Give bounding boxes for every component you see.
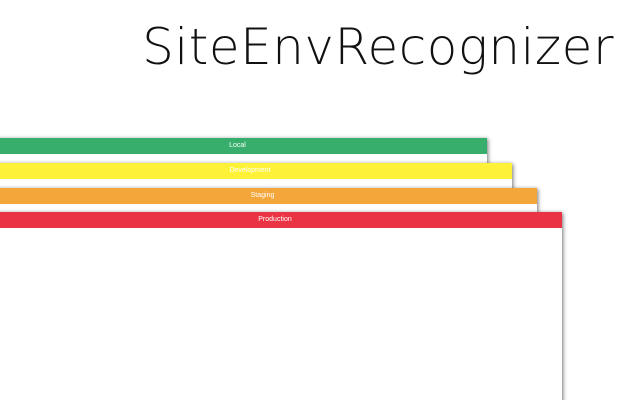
environment-bar-development: Development	[0, 163, 512, 179]
app-title: SiteEnvRecognizer	[142, 18, 614, 76]
environment-bar-production: Production	[0, 212, 562, 228]
environment-window-production: Production	[0, 212, 562, 400]
environment-bar-staging: Staging	[0, 188, 537, 204]
environment-bar-local: Local	[0, 138, 487, 154]
